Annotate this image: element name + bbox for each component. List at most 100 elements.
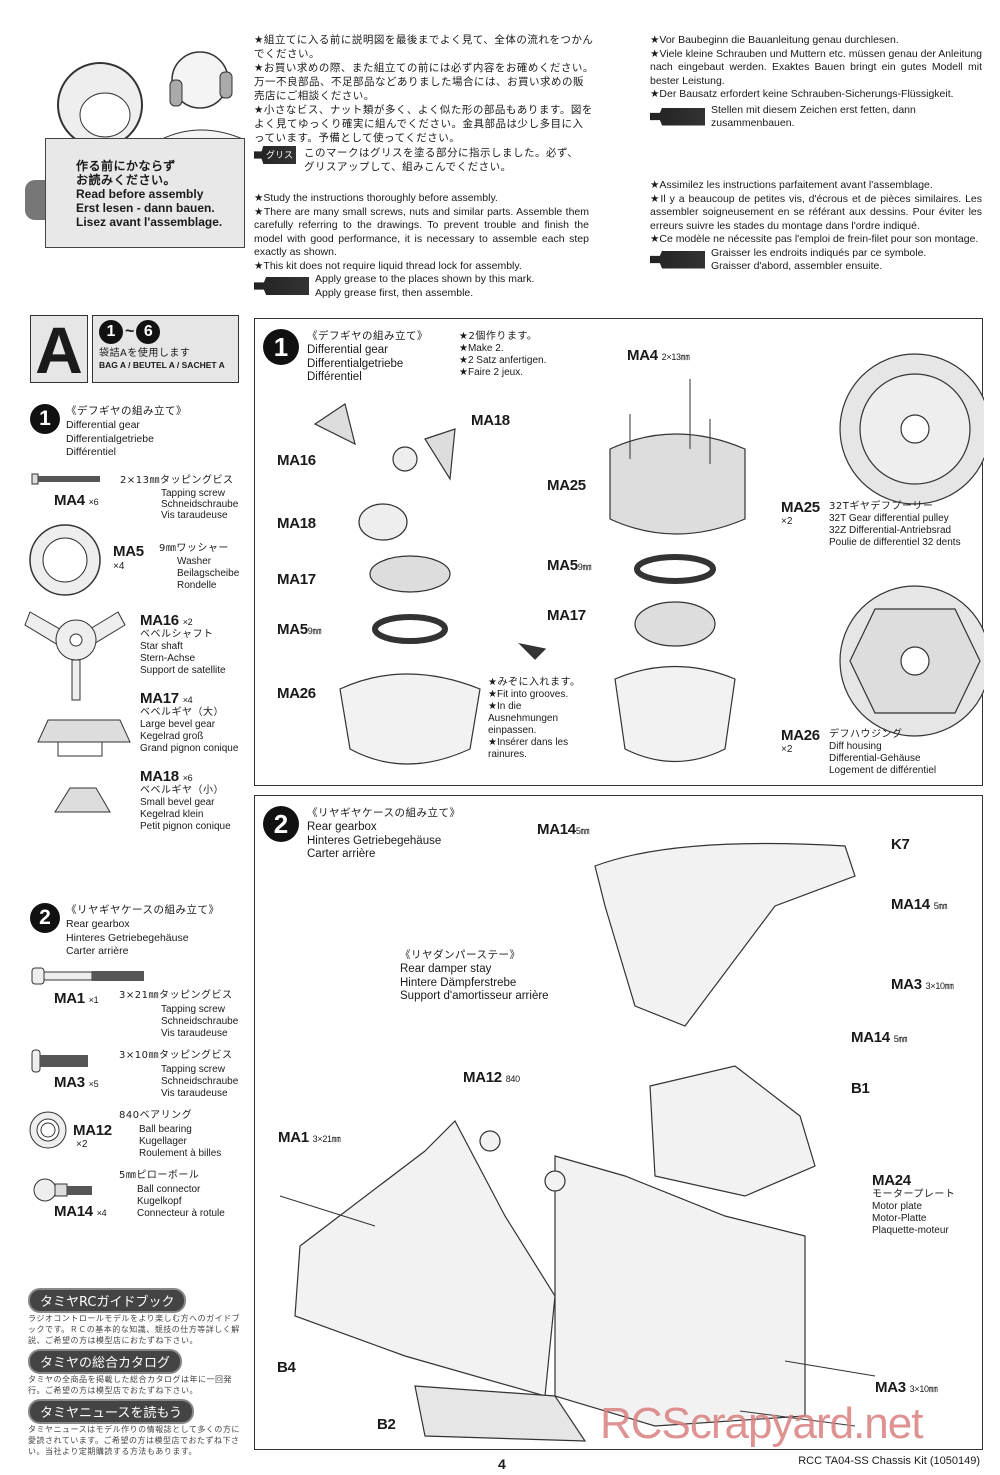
read-before-sign: 作る前にかならず お読みください。 Read before assembly E… [45,138,245,248]
fr-grease-1: Graisser les endroits indiqués par ce sy… [711,246,927,259]
part-fr: Connecteur à rotule [137,1208,225,1219]
sub-fr: Support d'amortisseur arrière [400,990,549,1002]
part-de: Beilagscheibe [177,568,240,579]
label-size: 9㎜ [577,562,592,572]
ma25-assembled-drawing [609,433,746,535]
step-title-fr: Carter arrière [66,945,129,957]
step-number: 2 [263,806,299,842]
step2-panel: 2 《リヤギヤケースの組み立て》 Rear gearbox Hinteres G… [254,795,983,1450]
part-en: Ball connector [137,1184,201,1195]
groove-note: ★みぞに入れます。 ★Fit into grooves. ★In die Aus… [488,677,588,761]
ad-body: ラジオコントロールモデルをより楽しむ方へのガイドブックです。ＲＣの基本的な知識、… [28,1314,241,1345]
label-text: MA14 [891,896,930,913]
label-ma14: MA145㎜ [537,821,590,838]
bag-letter: A [35,313,83,387]
step-range-end: 6 [136,320,161,344]
bag-info-box: 1 ~ 6 袋詰Aを使用します BAG A / BEUTEL A / SACHE… [92,315,239,383]
label-ma16: MA16 [277,452,316,469]
part-jp: 840ベアリング [119,1110,193,1121]
step-title-fr: Carter arrière [307,848,376,860]
step-title-en: Differential gear [307,344,388,356]
grease-tube-icon [254,277,309,295]
sign-fr: Lisez avant l'assemblage. [76,215,223,229]
kit-name: RCC TA04-SS Chassis Kit (1050149) [798,1455,980,1467]
de-grease-2: zusammenbauen. [711,117,795,129]
part-id: MA5 [113,543,144,560]
part-ma16: MA16 ×2 ベベルシャフト Star shaft Stern-Achse S… [140,612,226,677]
part-de: Schneidschraube [161,499,239,510]
label-text: MA4 [627,347,658,364]
label-size: 5㎜ [933,901,948,911]
label-text: MA24 [872,1172,911,1189]
label-text: MA14 [537,821,576,838]
make-two-note: ★2個作ります。 ★Make 2. ★2 Satz anfertigen. ★F… [459,331,546,379]
en-note: ★There are many small screws, nuts and s… [254,205,589,259]
part-qty: ×2 [182,617,193,627]
step-range-sep: ~ [125,323,135,340]
label-ma18: MA18 [277,515,316,532]
label-text: MA3 [891,976,922,993]
star-shaft-drawing [392,446,418,472]
screw-ma3-icon [31,1049,88,1073]
motor-plate-drawing [554,1155,806,1427]
fr-note: ★Assimilez les instructions parfaitement… [650,179,933,191]
label-text: MA14 [851,1029,890,1046]
screw-ma1-icon [31,967,144,985]
en-note: ★This kit does not require liquid thread… [254,259,522,272]
part-de: Schneidschraube [161,1016,239,1027]
sub-en: Rear damper stay [400,963,492,975]
sign-en: Read before assembly [76,187,204,201]
step2-header: 2 《リヤギヤケースの組み立て》 Rear gearbox Hinteres G… [263,806,460,862]
label-k7: K7 [891,836,910,853]
part-qty: ×6 [88,497,99,507]
ball-connector-ma14-icon [33,1178,92,1202]
part-en: Large bevel gear [140,719,216,730]
step1-parts-header: 1 《デフギヤの組み立て》 Differential gear Differen… [30,404,187,460]
ball-bearing-ma12-icon [29,1111,67,1149]
de-notes: ★Vor Baubeginn die Bauanleitung genau du… [650,34,982,131]
step-title-jp: 《デフギヤの組み立て》 [66,405,187,417]
part-qty: ×2 [781,516,793,527]
b2-part-drawing [414,1385,587,1442]
jp-note: ★組立てに入る前に説明図を最後までよく見て、全体の流れをつかんでください。 [254,34,594,60]
part-en: Motor plate [872,1201,923,1212]
part-id: MA26 [781,727,820,744]
large-bevel-gear-ma17-icon [37,719,131,757]
note-line: ★2個作ります。 [459,331,538,342]
part-de: Stern-Achse [140,653,196,664]
label-b4: B4 [277,1359,296,1376]
part-ma18: MA18 ×6 ベベルギヤ（小） Small bevel gear Kegelr… [140,768,231,833]
ad-title: タミヤRCガイドブック [28,1288,187,1313]
label-text: MA1 [278,1129,309,1146]
bag-letter-box: A [30,315,88,384]
part-en: Ball bearing [139,1124,192,1135]
step-number: 1 [30,404,60,434]
part-id: MA16 [140,612,179,629]
bevel-gear-drawing [313,403,356,446]
label-size: 3×21㎜ [312,1134,341,1144]
label-ma18: MA18 [471,412,510,429]
label-text: MA3 [875,1379,906,1396]
part-jp: ベベルシャフト [140,629,214,640]
label-ma3: MA3 3×10㎜ [891,976,954,993]
en-grease-2: Apply grease first, then assemble. [315,286,474,299]
fr-note: ★Il y a beaucoup de petites vis, d'écrou… [650,192,982,232]
arrow-icon [518,643,547,660]
step-title-fr: Différentiel [307,371,362,383]
label-text: MA5 [277,621,308,638]
step1-header: 1 《デフギヤの組み立て》 Differential gear Differen… [263,329,428,385]
part-qty: ×2 [76,1139,88,1150]
part-id: MA17 [140,690,179,707]
ad-title: タミヤニュースを読もう [28,1399,194,1424]
part-id: MA4 [54,492,85,509]
part-id: MA3 [54,1074,85,1091]
note-line: ★Insérer dans les rainures. [488,737,569,760]
label-size: 840 [505,1074,520,1084]
en-grease-1: Apply grease to the places shown by this… [315,273,535,285]
part-qty: ×4 [96,1208,107,1218]
fr-grease-2: Graisser d'abord, assembler ensuite. [711,260,883,272]
part-jp: 9㎜ワッシャー [159,543,229,554]
part-id: MA18 [140,768,179,785]
part-de: Kugellager [139,1136,187,1147]
step-title-de: Differentialgetriebe [307,357,404,370]
